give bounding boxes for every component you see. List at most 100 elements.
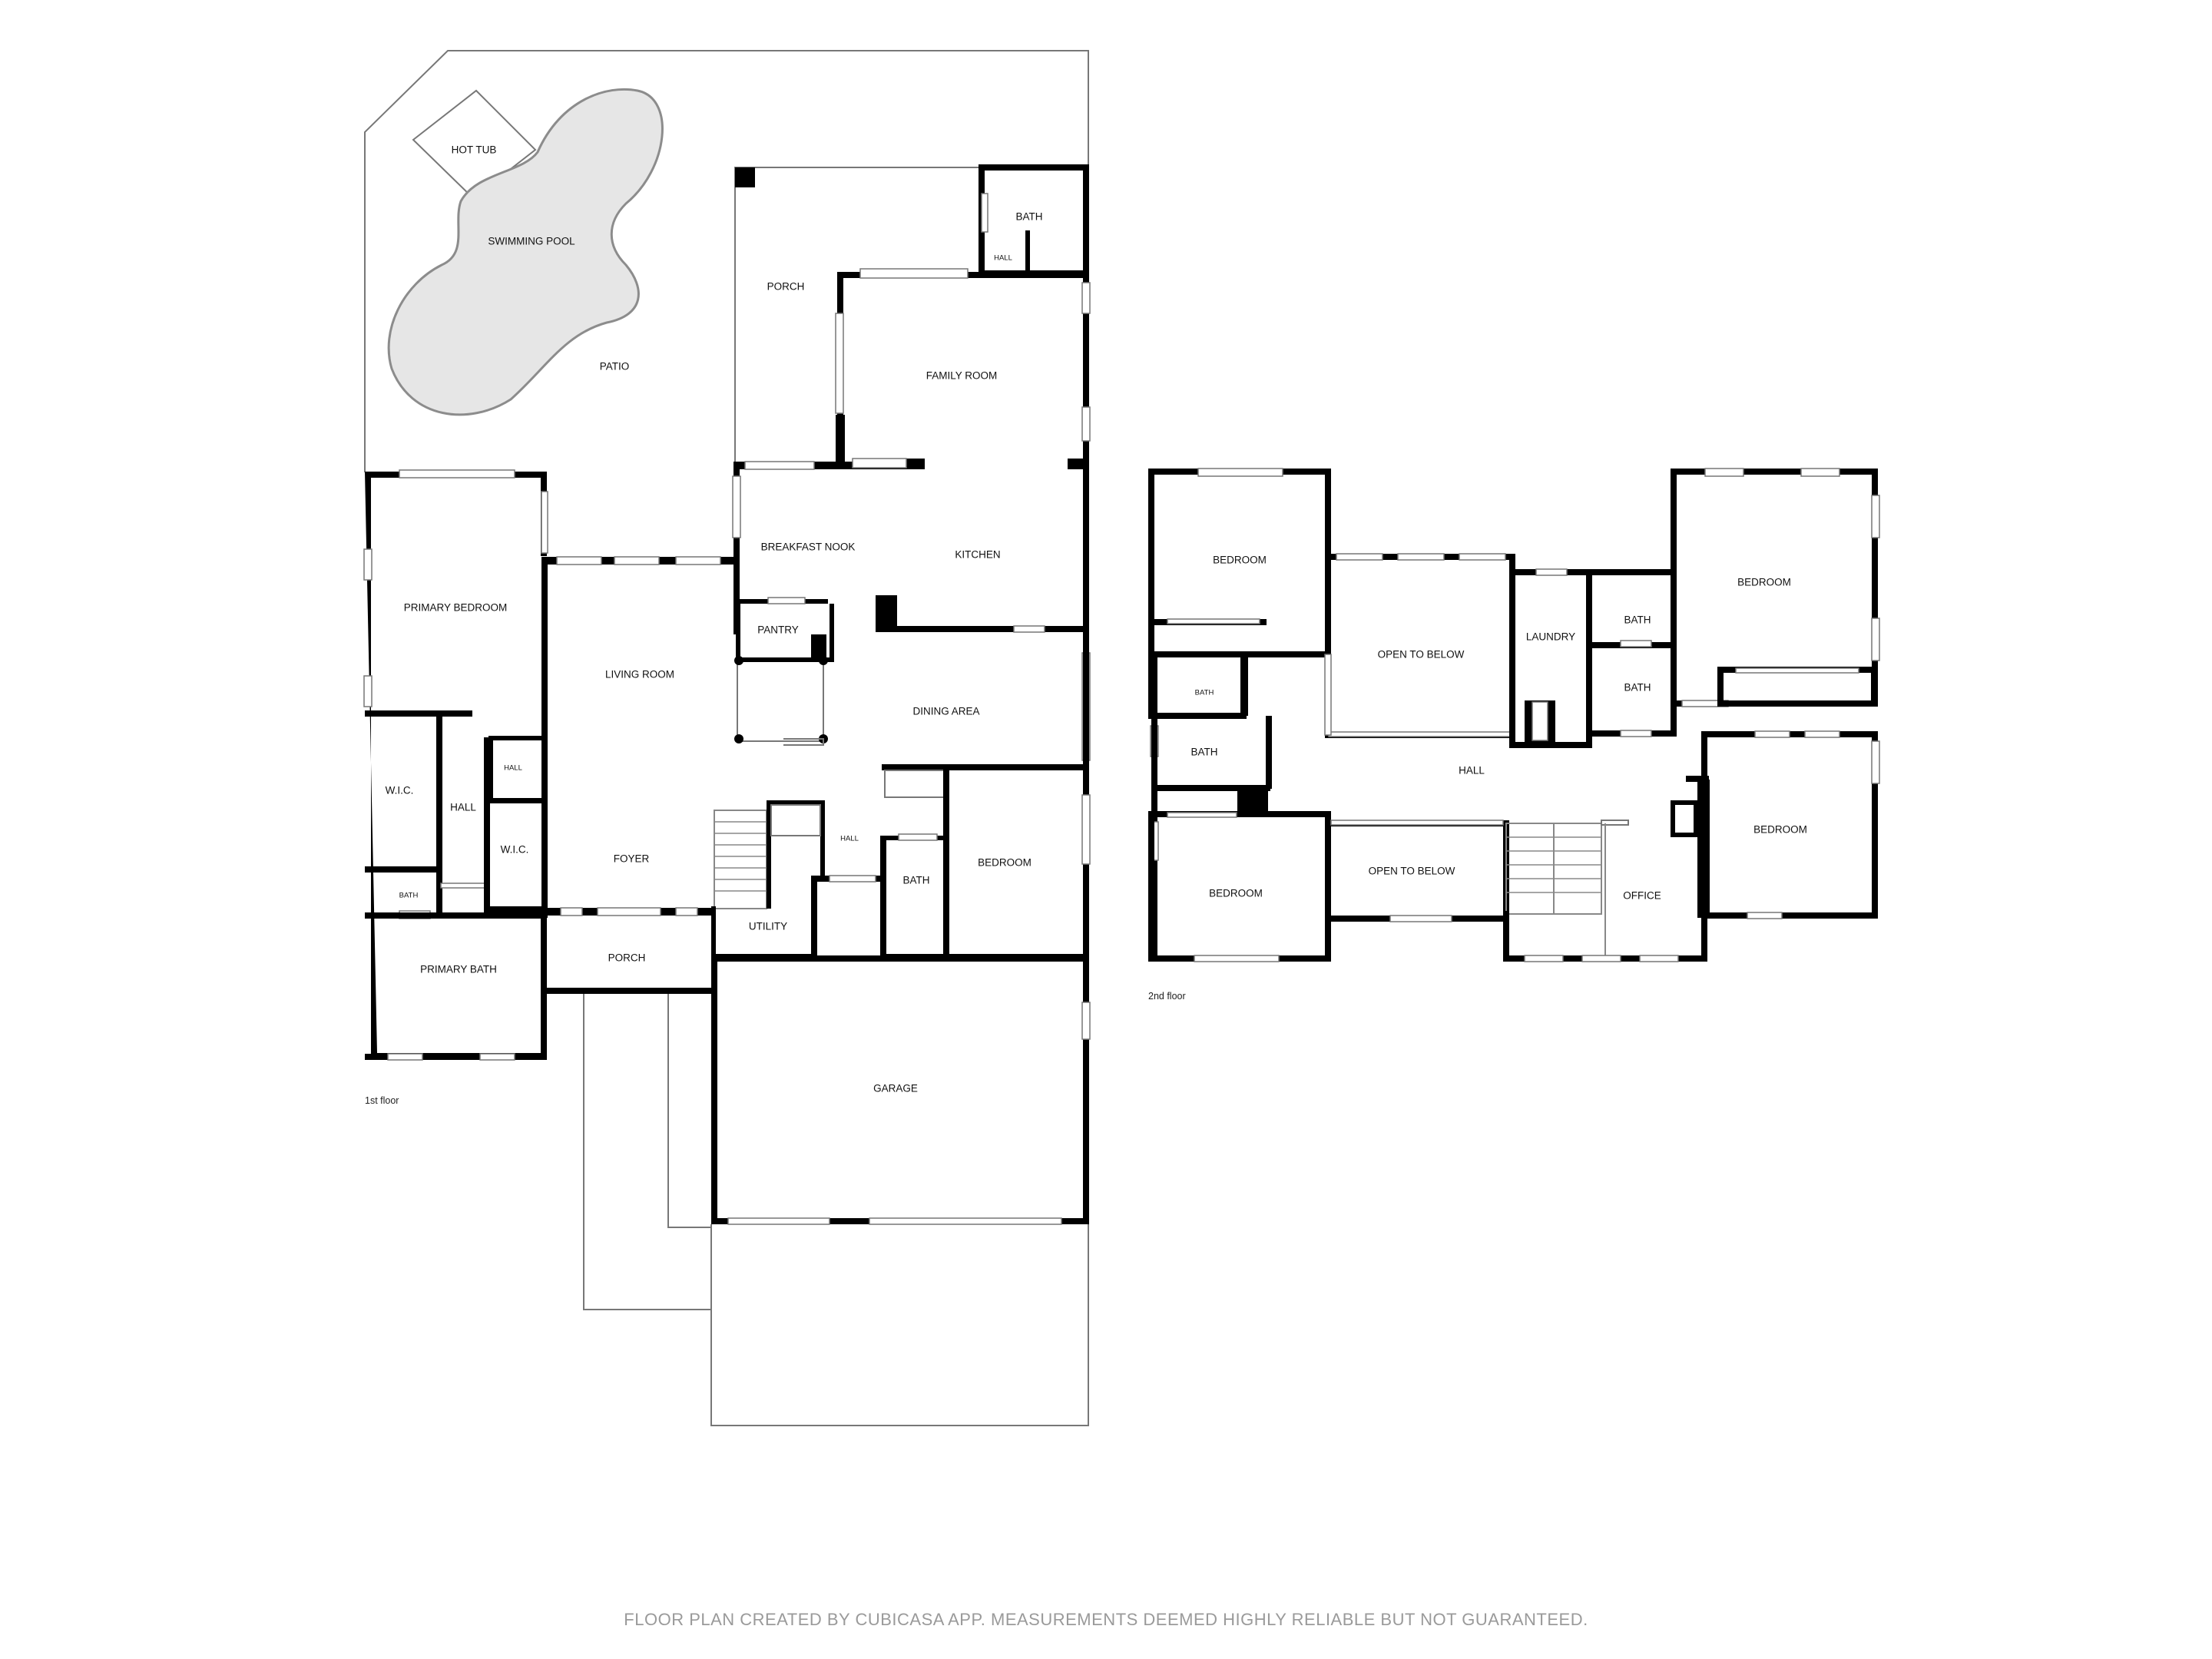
bedroom-nw-door [1167,618,1260,624]
label-2f-bedroom-sw: BEDROOM [1209,888,1263,899]
kitchen-top-wall-2 [906,459,925,469]
pantry-column [811,634,826,657]
label-garage: GARAGE [873,1083,918,1094]
family-room-right-wall [1083,272,1089,637]
label-2f-hall: HALL [1459,765,1485,777]
primary-bath-top [365,912,546,919]
window-office-1 [1524,955,1564,962]
bedroom-sw-walls [1148,811,1331,962]
window-otb-1 [1336,553,1383,561]
window-primary-left-2 [363,675,373,707]
utility-right [811,876,817,960]
living-left-wall [541,557,548,918]
floor-label-1st: 1st floor [365,1095,399,1106]
bath-left-2f-right [1266,716,1272,789]
window-bed-se-2 [1804,730,1840,738]
label-wic-right: W.I.C. [501,844,529,856]
nook-lower-outline-2 [783,738,824,746]
window-bed-se-r [1871,740,1880,784]
window-office-3 [1639,955,1679,962]
wic-right-walls-top [488,799,542,803]
label-bath-center: BATH [902,875,929,886]
window-nook-left [732,475,741,538]
label-family-room: FAMILY ROOM [926,370,998,382]
window-family-right-2 [1081,406,1091,442]
window-bed-nw [1197,468,1283,477]
label-hall-top: HALL [994,254,1012,263]
dining-right-lower [1083,637,1089,767]
label-primary-bath: PRIMARY BATH [420,964,497,975]
bath-top-door [981,193,988,233]
window-bedroom-center [1081,794,1091,865]
label-primary-bedroom: PRIMARY BEDROOM [404,602,508,614]
swimming-pool-shape [387,88,664,416]
kitchen-top-wall [735,462,919,469]
label-utility: UTILITY [749,921,787,932]
office-closet [1671,800,1698,837]
label-2f-open-below-top: OPEN TO BELOW [1378,649,1465,661]
first-floor-plan [363,50,1091,1426]
bath-mid-bottom-door [1620,730,1652,737]
label-breakfast-nook: BREAKFAST NOOK [761,541,856,553]
driveway-outline [710,1224,1089,1426]
window-bed-ne-r1 [1871,495,1880,538]
nook-post-3 [819,656,828,665]
kitchen-top-wall-3 [1068,459,1089,469]
window-foyer-3 [675,907,698,916]
hall-left-right-wall [484,737,490,914]
label-bath-top: BATH [1015,211,1042,223]
bath-left-2f-bottom [1151,785,1270,791]
window-living-2 [614,556,660,565]
window-primary-left-1 [363,548,373,581]
window-bed-ne-2 [1800,468,1840,477]
window-primary-bath-1 [387,1053,423,1061]
hall-left-door [440,882,488,889]
bath-center-door [898,833,938,841]
window-family-top [859,268,969,279]
office-hall-wall [1686,776,1709,782]
window-foyer-2 [597,907,661,916]
window-primary-right [541,491,548,554]
otb-bottom-top [1330,820,1504,826]
label-patio: PATIO [600,361,630,373]
wic-right-bottom [488,906,547,912]
utility-inner [770,804,821,836]
label-2f-bath-small: BATH [1195,689,1214,697]
kitchen-counter-gap [1013,625,1045,633]
primary-bed-bottom-wall [365,710,472,717]
label-2f-bedroom-nw: BEDROOM [1213,555,1267,566]
label-2f-office: OFFICE [1623,890,1661,902]
bath-center-right [943,764,949,958]
primary-bath-bottom [365,1054,546,1060]
label-living-room: LIVING ROOM [605,669,674,680]
walkway-outline [583,994,711,1310]
label-foyer: FOYER [614,853,650,865]
room-labels: HOT TUB SWIMMING POOL PATIO PORCH BATH H… [365,144,1807,1106]
bath-center-top [882,764,951,770]
window-otb-3 [1459,553,1506,561]
bedroom-2f-left-wall [1151,654,1157,962]
nook-post-2 [734,734,743,743]
window-porch-left [835,313,844,414]
label-kitchen: KITCHEN [955,549,1000,561]
window-bed-se-1 [1754,730,1790,738]
footer-disclaimer: FLOOR PLAN CREATED BY CUBICASA APP. MEAS… [624,1610,1588,1629]
window-bed-sw-bottom [1194,955,1280,962]
label-hall-left: HALL [450,802,476,813]
label-hall-small: HALL [504,764,522,773]
label-swimming-pool: SWIMMING POOL [488,236,575,247]
bath-top-2f [1586,569,1677,737]
bath-small-2f-inner [1242,654,1248,716]
kitchen-counter [876,595,1085,632]
label-2f-open-below-bottom: OPEN TO BELOW [1369,866,1455,877]
label-hot-tub: HOT TUB [452,144,497,156]
bath-center-inner [884,770,947,798]
nook-lower-outline [737,661,824,742]
laundry-door [1535,568,1568,576]
otb-top-bottom [1328,731,1511,737]
bath-center-top-2 [945,764,1086,770]
walkway-outline-2 [667,994,711,1228]
utility-left [711,906,716,991]
window-foyer-1 [560,907,583,916]
